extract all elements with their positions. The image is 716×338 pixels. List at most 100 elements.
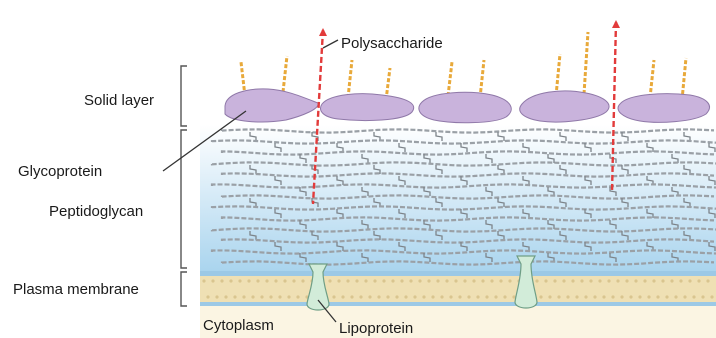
membrane-head-dot [634, 279, 637, 282]
membrane-head-dot [404, 295, 407, 298]
membrane-head-dot [350, 295, 353, 298]
membrane-head-dot [710, 295, 713, 298]
membrane-head-dot [706, 279, 709, 282]
membrane-head-dot [539, 295, 542, 298]
glycoproteins [225, 89, 709, 123]
membrane-head-dot [472, 279, 475, 282]
membrane-head-dot [440, 295, 443, 298]
membrane-head-dot [508, 279, 511, 282]
membrane-head-dot [242, 295, 245, 298]
cytoplasm-region [200, 306, 716, 338]
membrane-head-dot [679, 279, 682, 282]
membrane-head-dot [377, 295, 380, 298]
membrane-head-dot [265, 279, 268, 282]
membrane-head-dot [211, 279, 214, 282]
glycoprotein-label: Glycoprotein [18, 163, 102, 180]
membrane-head-dot [287, 295, 290, 298]
membrane-head-dot [445, 279, 448, 282]
membrane-head-dot [373, 279, 376, 282]
membrane-head-dot [674, 295, 677, 298]
membrane-head-dot [575, 295, 578, 298]
sugar-chain [650, 60, 654, 98]
membrane-head-dot [490, 279, 493, 282]
plasma-membrane [200, 271, 716, 306]
membrane-head-dot [602, 295, 605, 298]
membrane-head-dot [454, 279, 457, 282]
peptidoglycan-bracket [181, 130, 187, 268]
glycoprotein-4 [520, 91, 609, 122]
solid-layer-bracket [181, 66, 187, 126]
membrane-head-dot [359, 295, 362, 298]
membrane-head-dot [368, 295, 371, 298]
membrane-head-dot [395, 295, 398, 298]
membrane-head-dot [656, 295, 659, 298]
membrane-head-dot [494, 295, 497, 298]
membrane-head-dot [571, 279, 574, 282]
sugar-chain [448, 62, 452, 96]
sugar-chain [682, 58, 686, 100]
membrane-head-dot [274, 279, 277, 282]
membrane-head-dot [251, 295, 254, 298]
sugar-chain [556, 54, 560, 96]
membrane-head-dot [206, 295, 209, 298]
membrane-head-dot [233, 295, 236, 298]
membrane-head-dot [661, 279, 664, 282]
membrane-head-dot [238, 279, 241, 282]
membrane-head-dot [256, 279, 259, 282]
membrane-head-dot [301, 279, 304, 282]
sugar-chain [584, 32, 588, 94]
membrane-head-dot [701, 295, 704, 298]
membrane-head-dot [436, 279, 439, 282]
membrane-head-dot [260, 295, 263, 298]
membrane-head-dot [638, 295, 641, 298]
membrane-head-dot [485, 295, 488, 298]
membrane-head-dot [364, 279, 367, 282]
membrane-head-dot [670, 279, 673, 282]
membrane-head-dot [625, 279, 628, 282]
membrane-head-dot [422, 295, 425, 298]
glycoprotein-1 [225, 89, 318, 122]
sugar-chain [283, 56, 287, 92]
membrane-head-dot [220, 279, 223, 282]
membrane-head-dot [476, 295, 479, 298]
membrane-head-dot [458, 295, 461, 298]
glycoprotein-sugar-chains [241, 32, 686, 100]
glycoprotein-3 [419, 92, 511, 122]
membrane-head-dot [346, 279, 349, 282]
membrane-head-dot [584, 295, 587, 298]
membrane-head-dot [355, 279, 358, 282]
membrane-bilayer [200, 276, 716, 302]
polysaccharide-label: Polysaccharide [341, 35, 443, 52]
membrane-head-dot [332, 295, 335, 298]
membrane-head-dot [535, 279, 538, 282]
membrane-head-dot [449, 295, 452, 298]
membrane-head-dot [463, 279, 466, 282]
membrane-head-dot [598, 279, 601, 282]
membrane-head-dot [544, 279, 547, 282]
membrane-head-dot [665, 295, 668, 298]
membrane-head-dot [292, 279, 295, 282]
membrane-head-dot [229, 279, 232, 282]
membrane-head-dot [328, 279, 331, 282]
membrane-head-dot [409, 279, 412, 282]
membrane-head-dot [382, 279, 385, 282]
membrane-head-dot [697, 279, 700, 282]
membrane-head-dot [611, 295, 614, 298]
membrane-head-dot [283, 279, 286, 282]
membrane-head-dot [202, 279, 205, 282]
membrane-head-dot [337, 279, 340, 282]
membrane-head-dot [431, 295, 434, 298]
membrane-head-dot [386, 295, 389, 298]
membrane-head-dot [643, 279, 646, 282]
membrane-head-dot [647, 295, 650, 298]
membrane-head-dot [688, 279, 691, 282]
membrane-head-dot [593, 295, 596, 298]
membrane-top-edge [200, 271, 716, 276]
membrane-head-dot [562, 279, 565, 282]
membrane-head-dot [247, 279, 250, 282]
polysaccharide-tip-2 [612, 20, 620, 28]
membrane-head-dot [413, 295, 416, 298]
membrane-head-dot [566, 295, 569, 298]
membrane-head-dot [607, 279, 610, 282]
